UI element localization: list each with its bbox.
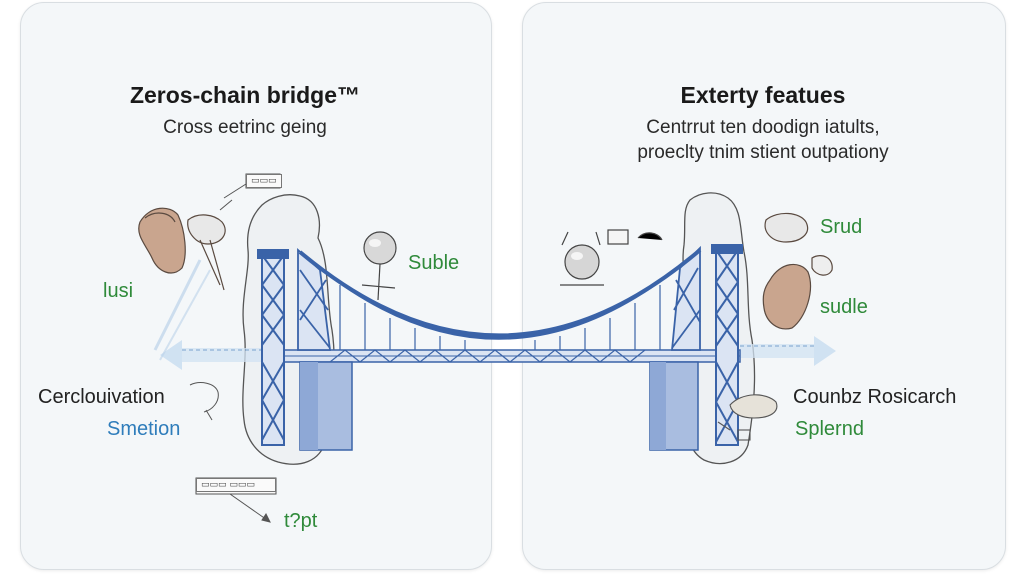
label-cerclouivation: Cerclouivation <box>38 386 165 408</box>
top-tag: ▭▭▭ <box>246 174 282 188</box>
right-title: Exterty featues <box>680 82 846 108</box>
bottom-tag: ▭▭▭ ▭▭▭ <box>196 478 276 492</box>
label-lusi: lusi <box>103 280 134 302</box>
left-title: Zeros-chain bridge™ <box>129 82 361 108</box>
label-suble: Suble <box>408 252 460 274</box>
label-srud: Srud <box>820 216 863 238</box>
right-subtitle-line2: proeclty tnim stient outpationy <box>637 142 889 163</box>
left-subtitle: Cross eetrinc geing <box>163 117 327 138</box>
label-sudle: sudle <box>820 296 868 318</box>
label-counbz-rosicarch: Counbz Rosicarch <box>793 386 957 408</box>
label-smetion: Smetion <box>107 418 181 440</box>
label-splernd: Splernd <box>795 418 864 440</box>
label-tpt: t?pt <box>284 510 318 532</box>
right-subtitle-line1: Centrrut ten doodign iatults, <box>646 117 880 138</box>
